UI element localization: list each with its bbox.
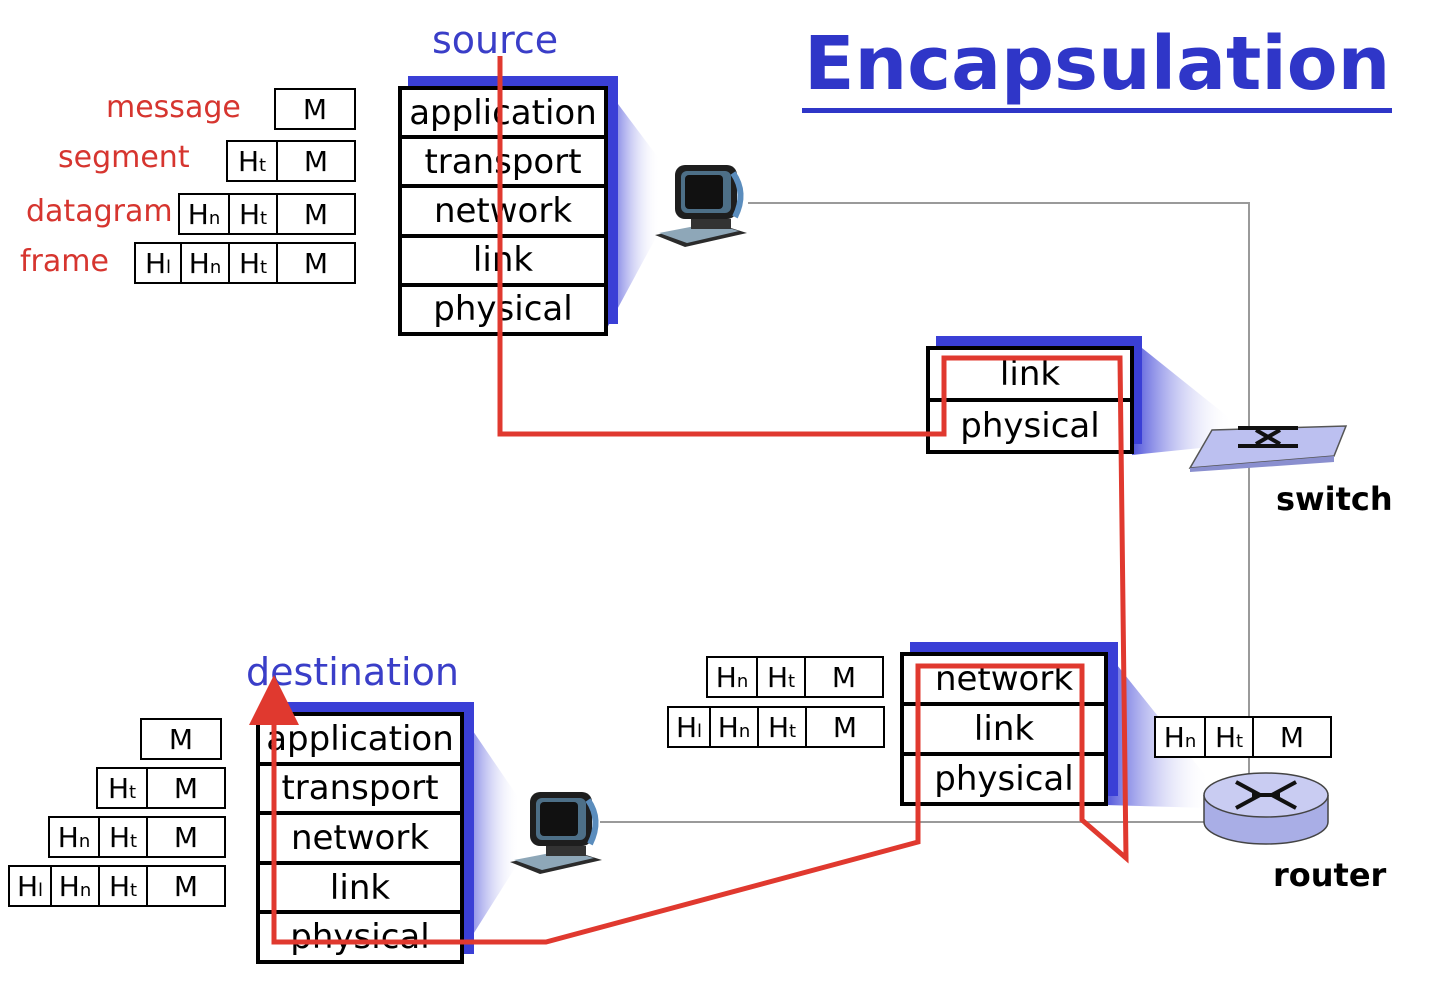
message-payload: M [146, 867, 224, 905]
source-computer-icon [655, 165, 747, 247]
router-label: router [1273, 856, 1387, 894]
switch-layer-physical: physical [930, 398, 1130, 450]
router-icon [1203, 772, 1329, 845]
source-layer-physical: physical [402, 282, 604, 332]
message-payload: M [1252, 718, 1330, 756]
message-payload: M [276, 195, 354, 233]
message-payload: M [276, 142, 354, 180]
message-payload: M [804, 658, 882, 696]
message-payload: M [146, 769, 224, 807]
destination-computer-icon [510, 792, 602, 874]
destination-protocol-stack: application transport network link physi… [256, 712, 464, 964]
destination-layer-application: application [266, 718, 454, 759]
page-title: Encapsulation [802, 22, 1393, 113]
source-layer-application: application [409, 92, 597, 133]
dest-message-pdu: M [140, 718, 222, 760]
switch-beam [1132, 340, 1232, 455]
message-label: message [106, 90, 241, 125]
segment-label: segment [58, 140, 190, 175]
destination-layer-physical: physical [260, 910, 460, 960]
datagram-label: datagram [26, 194, 173, 229]
message-pdu: M [274, 88, 356, 130]
encapsulation-path [249, 56, 1129, 945]
router-layer-link: link [904, 702, 1104, 752]
destination-layer-transport: transport [260, 761, 460, 812]
source-beam [606, 88, 660, 330]
message-payload: M [168, 722, 194, 756]
switch-icon [1188, 425, 1348, 472]
frame-label: frame [20, 244, 109, 279]
source-label: source [432, 18, 559, 62]
source-layer-transport: transport [402, 135, 604, 184]
switch-layer-link: link [999, 354, 1061, 394]
switch-protocol-stack: link physical [926, 346, 1134, 454]
source-protocol-stack: application transport network link physi… [398, 86, 608, 336]
message-payload: M [302, 92, 328, 126]
message-payload: M [276, 244, 354, 282]
destination-beam [460, 712, 520, 955]
switch-label: switch [1276, 480, 1393, 518]
network-wires [600, 202, 1250, 823]
message-payload: M [805, 708, 883, 746]
destination-layer-network: network [260, 811, 460, 861]
destination-layer-link: link [260, 860, 460, 911]
message-payload: M [146, 818, 224, 856]
router-layer-physical: physical [904, 752, 1104, 802]
source-layer-link: link [402, 233, 604, 283]
source-layer-network: network [402, 184, 604, 233]
